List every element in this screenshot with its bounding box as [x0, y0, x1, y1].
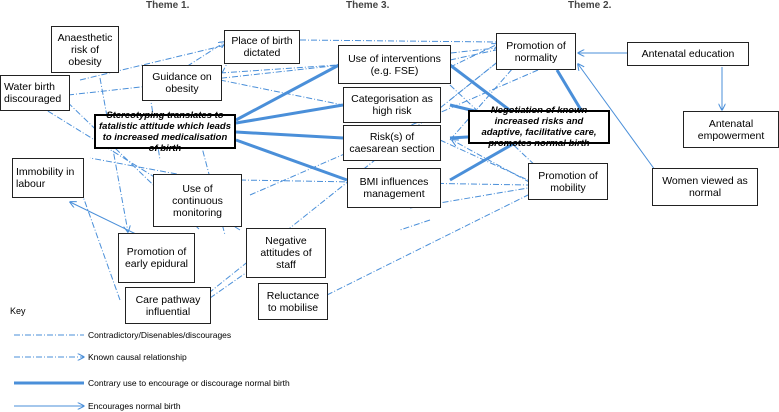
- node-promotion-normality: Promotion of normality: [496, 33, 576, 70]
- node-antenatal-education: Antenatal education: [627, 42, 749, 66]
- key-title: Key: [10, 306, 26, 316]
- node-bmi-management: BMI influences management: [347, 168, 441, 208]
- node-water-birth: Water birth discouraged: [0, 75, 70, 111]
- key-label-encourages: Encourages normal birth: [88, 401, 181, 411]
- hub-negotiation: Negotiation of known increased risks and…: [468, 105, 610, 149]
- node-promotion-mobility: Promotion of mobility: [528, 163, 608, 200]
- encourage-arrows: [70, 53, 722, 237]
- key-label-causal: Known causal relationship: [88, 352, 187, 362]
- node-categorisation: Categorisation as high risk: [343, 87, 441, 123]
- node-use-of-interventions: Use of interventions (e.g. FSE): [338, 45, 451, 84]
- theme-1-header: Theme 1.: [146, 0, 190, 11]
- theme-2-header: Theme 2.: [568, 0, 612, 11]
- node-women-viewed-normal: Women viewed as normal: [652, 168, 758, 206]
- node-antenatal-empowerment: Antenatal empowerment: [683, 111, 779, 148]
- key-samples: [14, 334, 84, 406]
- node-early-epidural: Promotion of early epidural: [118, 233, 195, 283]
- key-label-contrary-use: Contrary use to encourage or discourage …: [88, 378, 290, 388]
- theme-3-header: Theme 3.: [346, 0, 390, 11]
- node-place-of-birth: Place of birth dictated: [224, 30, 300, 64]
- key-label-contradictory: Contradictory/Disenables/discourages: [88, 330, 232, 340]
- node-care-pathway: Care pathway influential: [125, 287, 211, 324]
- hub-stereotyping: Stereotyping translates to fatalistic at…: [94, 110, 236, 154]
- node-continuous-monitoring: Use of continuous monitoring: [153, 174, 242, 227]
- node-negative-attitudes: Negative attitudes of staff: [246, 228, 326, 278]
- node-guidance-obesity: Guidance on obesity: [142, 65, 222, 101]
- node-anaesthetic-risk: Anaesthetic risk of obesity: [51, 26, 119, 73]
- node-reluctance-mobilise: Reluctance to mobilise: [258, 283, 328, 320]
- node-immobility-labour: Immobility in labour: [12, 158, 84, 198]
- node-risks-caesarean: Risk(s) of caesarean section: [343, 125, 441, 161]
